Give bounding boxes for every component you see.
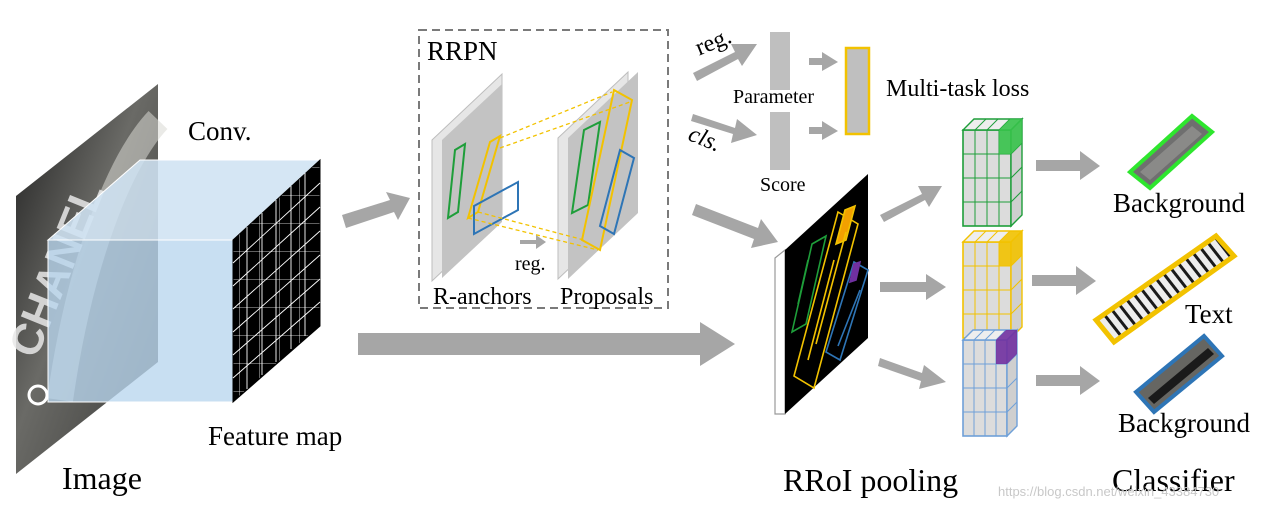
arrow-to-blue-grid xyxy=(878,358,946,389)
classifier-background-bottom xyxy=(1133,333,1225,415)
score-label: Score xyxy=(760,174,806,196)
r-anchors-panel-face xyxy=(442,84,502,278)
r-anchors-label: R-anchors xyxy=(433,284,532,310)
arrow-to-green-grid xyxy=(880,186,942,222)
arrow-green-to-background xyxy=(1036,151,1100,180)
rroi-green-inner-line xyxy=(797,259,809,305)
multitask-loss-box xyxy=(844,46,871,136)
grid-top-line xyxy=(984,329,996,341)
background-crop-top-inner xyxy=(1140,126,1202,180)
proposal-blue xyxy=(598,148,636,236)
grid-top-line xyxy=(974,118,987,131)
feature-map-label: Feature map xyxy=(208,421,343,451)
r-anchors-panel xyxy=(431,72,519,283)
grid-highlight-cell xyxy=(999,231,1022,266)
proposals-panel xyxy=(557,70,638,281)
conv-label: Conv. xyxy=(188,116,252,146)
rroi-blue-inner-line xyxy=(837,289,861,347)
anchor-to-proposal-connectors xyxy=(467,91,631,251)
grid-top-line xyxy=(986,230,999,243)
arrow-rrpn-to-rroi xyxy=(692,204,778,248)
arrow-to-yellow-grid xyxy=(880,274,946,300)
pooled-grid-blue xyxy=(961,328,1019,438)
feature-cube xyxy=(46,158,322,404)
grid-highlight-cell xyxy=(999,119,1022,154)
text-label: Text xyxy=(1185,299,1233,329)
arrow-param-to-loss xyxy=(809,52,838,71)
grid-top-line xyxy=(974,230,987,243)
rrpn-label: RRPN xyxy=(427,36,498,66)
background-top-label: Background xyxy=(1113,188,1245,218)
classifier-background-top xyxy=(1126,113,1216,191)
background-crop-bottom-inner xyxy=(1148,348,1214,404)
score-bar xyxy=(770,112,790,170)
arrow-yellow-to-text xyxy=(1032,266,1096,295)
rroi-blue-box xyxy=(825,260,869,362)
arrow-reg-top xyxy=(693,44,757,81)
arrow-cls xyxy=(691,114,757,143)
image-logo-dot xyxy=(27,384,49,406)
rroi-yellow-inner-line-2 xyxy=(815,231,847,345)
arrow-score-to-loss xyxy=(809,121,838,140)
arrow-blue-to-background xyxy=(1036,366,1100,395)
grid-highlight-cell xyxy=(996,330,1017,364)
grid-side-line xyxy=(1010,190,1023,203)
grid-side-line xyxy=(1006,377,1018,389)
grid-side-line xyxy=(1006,401,1018,413)
flow-arrows xyxy=(342,44,1100,395)
rroi-pooling-label: RRoI pooling xyxy=(783,462,959,498)
parameter-bar xyxy=(770,32,790,90)
arrow-cube-to-rroi xyxy=(358,322,735,366)
image-label: Image xyxy=(62,460,142,496)
arrow-cube-to-rrpn xyxy=(342,192,410,228)
reg-inner-label: reg. xyxy=(515,253,546,275)
pooled-grid-green xyxy=(961,117,1024,228)
proposal-yellow xyxy=(580,88,634,252)
rroi-feature-panel xyxy=(774,174,869,415)
grid-side-line xyxy=(1010,166,1023,179)
parameter-label: Parameter xyxy=(733,86,815,108)
arrow-reg-inner xyxy=(520,235,546,249)
classifier-text-crop xyxy=(1092,232,1238,346)
cube-side-grid-lines xyxy=(232,173,321,389)
watermark: https://blog.csdn.net/weixin_43384730 xyxy=(998,484,1220,499)
proposal-green xyxy=(570,120,602,215)
rroi-orange-cell xyxy=(834,204,857,246)
rroi-yellow-inner-line-1 xyxy=(807,259,835,361)
proposals-label: Proposals xyxy=(560,284,654,310)
multitask-loss-label: Multi-task loss xyxy=(886,76,1030,102)
rroi-panel-edge xyxy=(774,248,786,415)
grid-side-line xyxy=(1010,302,1023,315)
grid-top-line xyxy=(973,329,985,341)
rrpn-dashed-box xyxy=(418,29,669,309)
grid-top-line xyxy=(986,118,999,131)
text-crop xyxy=(1092,232,1238,346)
classifier-label: Classifier xyxy=(1112,462,1235,498)
grid-side-line xyxy=(1010,278,1023,291)
pooled-grid-yellow xyxy=(961,229,1024,340)
r-anchor-blue xyxy=(473,180,519,236)
background-bottom-label: Background xyxy=(1118,408,1250,438)
rroi-projected-boxes xyxy=(790,204,869,390)
rroi-purple-cell xyxy=(848,260,862,284)
r-anchor-green xyxy=(446,142,467,220)
cube-front-face xyxy=(47,239,234,403)
